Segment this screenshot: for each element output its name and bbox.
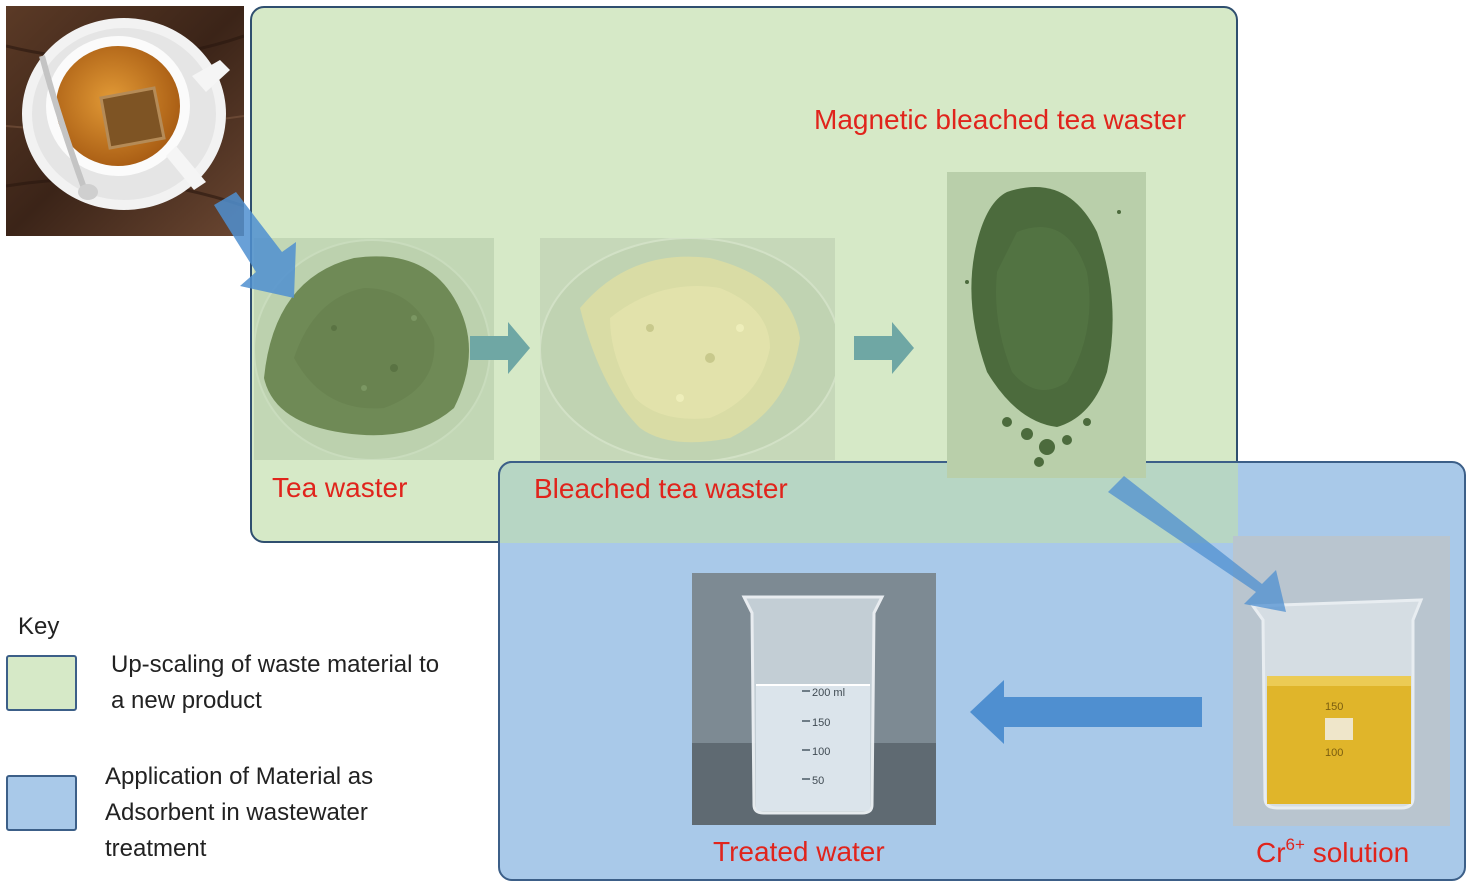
key-blue-line2: Adsorbent in wastewater [105, 799, 368, 826]
magnetic-tea-waster-photo [947, 172, 1146, 478]
treated-mark-50: 50 [812, 775, 824, 787]
tea-waster-photo [253, 238, 494, 461]
cr-mark-100: 100 [1325, 747, 1343, 759]
treated-water-photo: 200 ml 150 100 50 [692, 573, 936, 825]
tea-cup-photo [5, 6, 245, 236]
key-blue-line3: treatment [105, 835, 207, 862]
cr-superscript: 6+ [1285, 835, 1305, 854]
key-title: Key [18, 613, 60, 640]
label-bleached: Bleached tea waster [534, 473, 788, 504]
label-tea-waster: Tea waster [272, 472, 408, 503]
key-green-line2: a new product [111, 687, 262, 714]
key-green-line1: Up-scaling of waste material to [111, 651, 440, 678]
cr-symbol: Cr [1256, 837, 1286, 868]
treated-mark-150: 150 [812, 717, 830, 729]
label-cr-solution: Cr6+ solution [1256, 835, 1409, 869]
cr-solution-word: solution [1304, 837, 1410, 868]
label-treated-water: Treated water [713, 836, 885, 867]
treated-mark-100: 100 [812, 746, 830, 758]
label-magnetic: Magnetic bleached tea waster [814, 104, 1186, 135]
key-swatch-blue [6, 775, 77, 831]
cr-solution-photo: 150 100 [1233, 536, 1450, 826]
bleached-tea-waster-photo [539, 237, 841, 463]
treated-mark-200: 200 ml [812, 687, 845, 699]
key-blue-line1: Application of Material as [105, 763, 374, 790]
cr-mark-150: 150 [1325, 701, 1343, 713]
key-swatch-green [6, 655, 77, 711]
